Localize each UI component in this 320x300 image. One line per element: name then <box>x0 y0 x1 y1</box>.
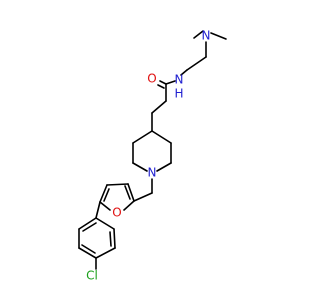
bonds <box>78 30 227 270</box>
bond-fur-c2-c3 <box>127 183 135 202</box>
bond-ph-6-1-inner <box>82 222 97 232</box>
bond-pip-n-c6 <box>132 162 148 172</box>
atom-o-furan: O <box>112 206 121 220</box>
bond-fur-c5-o <box>99 201 111 211</box>
bond-me1-n <box>193 30 204 39</box>
atom-n-amide: N <box>175 73 184 87</box>
bond-co-o-b <box>157 84 165 89</box>
bond-c2-nh <box>180 69 188 76</box>
bond-pip-c2-n <box>156 162 172 172</box>
bond-fur-ph <box>95 201 101 219</box>
bond-fur-c2-c3-inner <box>124 185 131 200</box>
atom-n-dimethyl: N <box>202 29 211 43</box>
bond-n-me2 <box>210 32 227 40</box>
bond-ph-1-2 <box>95 217 115 230</box>
bond-fur-c4-c5 <box>99 184 108 203</box>
bond-ch2-fur <box>133 192 153 202</box>
bond-c1-c2 <box>186 56 207 71</box>
bond-co-o-a <box>159 80 167 85</box>
atom-o-carbonyl: O <box>147 72 156 86</box>
atom-n-piperidine: N <box>148 166 157 180</box>
bond-fur-c3-c4 <box>106 183 129 186</box>
atom-h-amide: H <box>174 87 183 101</box>
bond-ph-2-3-inner <box>109 231 112 247</box>
atom-cl: Cl <box>86 269 98 283</box>
bond-ch2-ch2 <box>151 100 167 114</box>
molecule-diagram: N N H O N O Cl <box>78 29 227 283</box>
bond-nh-co <box>165 80 176 85</box>
bond-pip-c5-c4 <box>132 130 153 144</box>
bond-ph-4-5-inner <box>81 244 96 254</box>
bond-ph-6-1 <box>78 217 97 230</box>
bond-pip-c4-c3 <box>151 130 172 144</box>
bond-fur-c4-c5-inner <box>103 188 110 202</box>
bond-ph-3-4 <box>95 247 116 259</box>
bond-ph-2-3 <box>113 228 116 249</box>
atom-labels: N N H O N O Cl <box>86 29 210 283</box>
bond-ph-4-5 <box>78 247 97 259</box>
bond-fur-o-c2 <box>123 200 135 211</box>
